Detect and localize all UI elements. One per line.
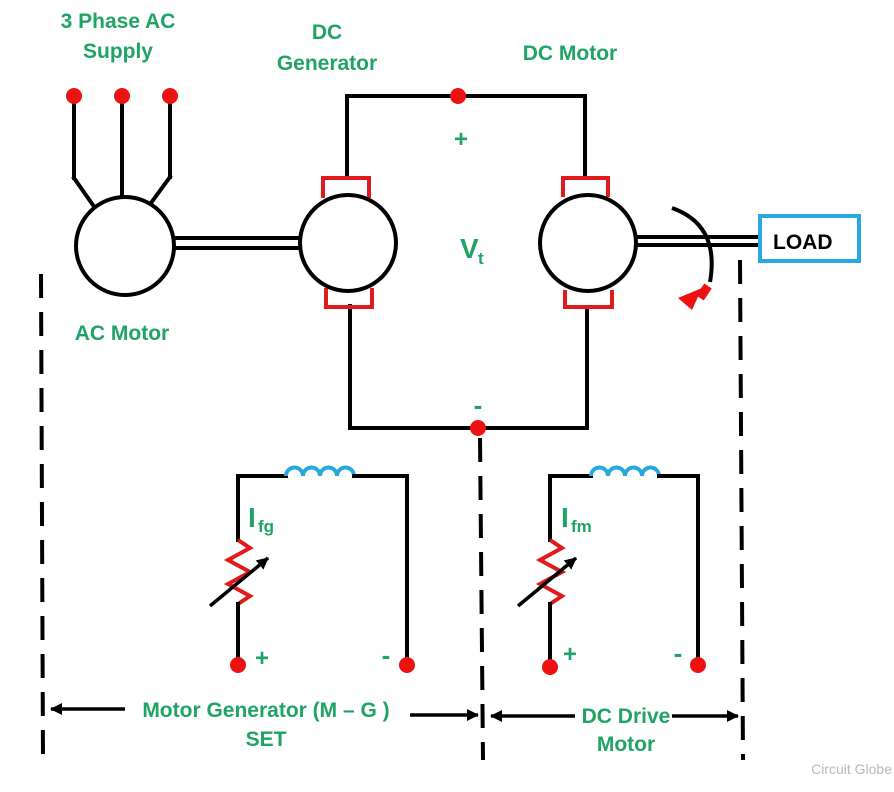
ac-supply-label: 3 Phase AC Supply (61, 10, 176, 63)
vt-main: V (460, 233, 479, 264)
shaft-motor-to-load (635, 235, 760, 247)
mg-set-label-line1: Motor Generator (M – G ) (142, 699, 389, 722)
ifm-subscript: fm (571, 517, 592, 536)
dc-drive-label-line2: Motor (597, 733, 655, 756)
ac-motor-label: AC Motor (75, 322, 169, 345)
mg-set-label-line2: SET (246, 728, 287, 751)
ifm-main: I (561, 502, 569, 533)
shaft-ac-to-generator (172, 236, 300, 250)
terminal-phase-2 (114, 88, 130, 104)
phase-lead-1-bend (71, 175, 98, 211)
motor-field-terminal-negative (690, 657, 706, 673)
generator-brush-top (321, 176, 371, 198)
dc-generator-label: DC Generator (277, 21, 377, 75)
generator-field-coil-icon (284, 465, 356, 477)
rotation-arrow-icon (671, 206, 714, 310)
phase-lead-3-bend (148, 174, 173, 206)
ifg-main: I (248, 502, 256, 533)
generator-field-minus: - (382, 640, 391, 670)
terminal-phase-3 (162, 88, 178, 104)
generator-brush-bottom (324, 288, 374, 309)
mg-set-span: Motor Generator (M – G ) SET (50, 699, 479, 751)
ac-supply-label-line1: 3 Phase AC (61, 10, 176, 33)
boundary-middle (478, 437, 485, 761)
dc-motor-label: DC Motor (523, 42, 617, 65)
generator-field-circuit (208, 465, 415, 673)
terminal-positive (450, 88, 466, 104)
ifg-subscript: fg (258, 517, 274, 536)
rheostat-arrow-icon (208, 556, 270, 608)
ifg-label: I fg (248, 502, 274, 536)
motor-armature (538, 193, 638, 293)
negative-sign: - (474, 390, 483, 420)
terminal-negative (470, 420, 486, 436)
dc-motor-icon (538, 176, 638, 309)
motor-brush-bottom (563, 290, 614, 309)
ac-supply-label-line2: Supply (83, 40, 153, 63)
motor-brush-top (561, 176, 610, 197)
positive-sign: + (454, 126, 468, 153)
motor-field-terminal-positive (542, 659, 558, 675)
dc-generator-label-line2: Generator (277, 52, 377, 75)
boundary-left (39, 273, 45, 761)
dc-generator-label-line1: DC (312, 21, 342, 44)
ac-motor-icon (74, 195, 176, 297)
dc-drive-label-line1: DC Drive (582, 705, 671, 728)
motor-field-circuit (516, 465, 706, 675)
dc-drive-span: DC Drive Motor (490, 705, 739, 756)
armature-loop (345, 88, 589, 436)
generator-rheostat-icon (223, 538, 255, 606)
motor-field-minus: - (674, 638, 683, 668)
terminal-voltage-label: V t (460, 233, 484, 268)
ac-supply-terminals (66, 88, 178, 211)
ifm-label: I fm (561, 502, 592, 536)
motor-rheostat-icon (535, 538, 567, 606)
motor-rheostat-arrow-icon (516, 556, 578, 608)
armature-bottom-wire (348, 304, 589, 430)
motor-field-plus: + (563, 641, 577, 668)
dc-generator-icon (298, 176, 398, 309)
generator-armature (298, 193, 398, 293)
generator-field-terminal-positive (230, 657, 246, 673)
load-label: LOAD (773, 231, 833, 254)
watermark: Circuit Globe (811, 761, 892, 777)
motor-field-coil-icon (589, 465, 661, 477)
vt-subscript: t (478, 249, 484, 268)
boundary-right (738, 259, 745, 761)
terminal-phase-1 (66, 88, 82, 104)
generator-field-terminal-negative (399, 657, 415, 673)
load-box: LOAD (758, 214, 861, 263)
generator-field-plus: + (255, 645, 269, 672)
